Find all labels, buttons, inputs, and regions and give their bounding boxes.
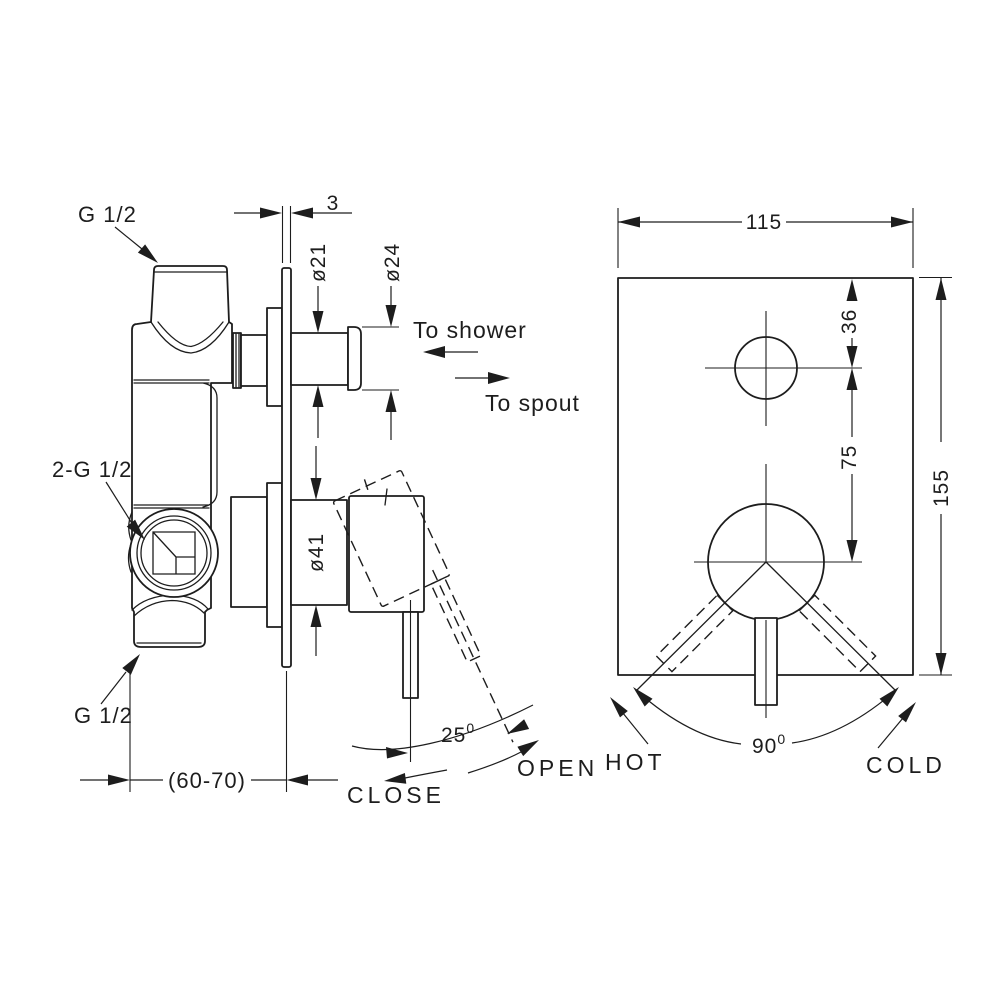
outlet-bottom-arrow-icon — [122, 654, 140, 675]
diverter-stem — [240, 334, 268, 387]
side-ports-label: 2-G 1/2 — [52, 457, 132, 482]
dim-plate-thickness-value: 3 — [327, 192, 340, 215]
inlet-funnel — [150, 271, 230, 354]
handle-crosshair — [694, 464, 862, 718]
dim-plate-width-value: 115 — [746, 211, 782, 234]
flow-callouts: To shower To spout — [413, 317, 580, 416]
dim-o21-value: ø21 — [307, 243, 330, 282]
diverter-knob-cap — [347, 326, 362, 391]
front-view: 115 36 75 155 900 — [605, 208, 953, 778]
side-ports-arrow-icon — [126, 519, 145, 540]
hot-cold-labels: HOT COLD — [605, 697, 946, 778]
dim-o41-value: ø41 — [305, 533, 328, 572]
diverter-thread-lines — [235, 333, 240, 388]
dim-diverter-cap-dia: ø24 — [362, 243, 404, 440]
cartridge-hub — [230, 496, 268, 608]
lever-hot-position-dashed — [655, 594, 734, 673]
dim-diverter-stem-dia: ø21 — [307, 243, 330, 438]
handle-base-cylinder — [290, 499, 348, 606]
side-view: 3 ø21 ø24 ø41 To shower — [52, 192, 598, 808]
diverter-wall-boss — [266, 307, 283, 407]
cold-arrow-icon — [898, 702, 916, 723]
inlet-top-arrow-icon — [137, 244, 158, 263]
to-shower-arrow-icon — [423, 346, 445, 358]
dim-handle-base-dia: ø41 — [305, 446, 328, 656]
diverter-thread-block — [232, 332, 242, 389]
port-plug-square — [152, 531, 196, 575]
close-arrow-icon — [384, 773, 407, 784]
side-port-outer-ring — [129, 508, 219, 598]
lever-angle-annotation: 250 OPEN CLOSE — [347, 704, 598, 808]
open-label: OPEN — [517, 755, 598, 781]
open-arrow-icon — [517, 740, 539, 757]
inlet-top-label: G 1/2 — [78, 202, 137, 227]
dim-wall-depth: (60-70) — [80, 664, 338, 793]
callout-inlet-top: G 1/2 — [78, 202, 158, 263]
side-port-inner-ring — [140, 519, 208, 587]
hot-arrow-icon — [610, 697, 628, 718]
dim-lever-angle-value: 250 — [441, 720, 475, 747]
dim-plate-height: 155 — [919, 276, 953, 676]
to-spout-arrow-icon — [488, 372, 510, 384]
swing-extension-lines — [636, 561, 896, 691]
outlet-bottom-label: G 1/2 — [74, 703, 133, 728]
lever-open-position-dashed — [332, 470, 514, 743]
lever-cold-position-dashed — [798, 594, 877, 673]
lever-head-center-tick — [384, 488, 388, 506]
dim-top-to-diverter-value: 36 — [838, 309, 861, 334]
dim-o24-value: ø24 — [381, 243, 404, 282]
dim-plate-width: 115 — [617, 208, 914, 268]
dim-plate-thickness: 3 — [234, 192, 352, 263]
dim-plate-height-value: 155 — [930, 469, 953, 507]
to-spout-label: To spout — [485, 390, 580, 416]
dim-diverter-to-lever-value: 75 — [838, 445, 861, 470]
close-label: CLOSE — [347, 782, 445, 808]
dim-hole-spacing: 36 75 — [838, 279, 861, 562]
lever-head — [348, 495, 425, 613]
cartridge-wall-boss — [266, 482, 283, 628]
lever-swing-annotation: 900 — [633, 687, 899, 758]
wall-plate-side — [281, 267, 292, 668]
callout-outlet-bottom: G 1/2 — [74, 654, 140, 728]
callout-side-ports: 2-G 1/2 — [52, 457, 145, 540]
diverter-crosshair — [705, 311, 862, 426]
to-shower-label: To shower — [413, 317, 527, 343]
diverter-knob-cylinder — [290, 332, 349, 386]
hot-label: HOT — [605, 749, 666, 775]
dim-wall-depth-value: (60-70) — [168, 768, 246, 793]
dim-lever-swing-value: 900 — [752, 731, 786, 758]
cold-label: COLD — [866, 752, 946, 778]
side-port-mid-ring — [136, 515, 212, 591]
